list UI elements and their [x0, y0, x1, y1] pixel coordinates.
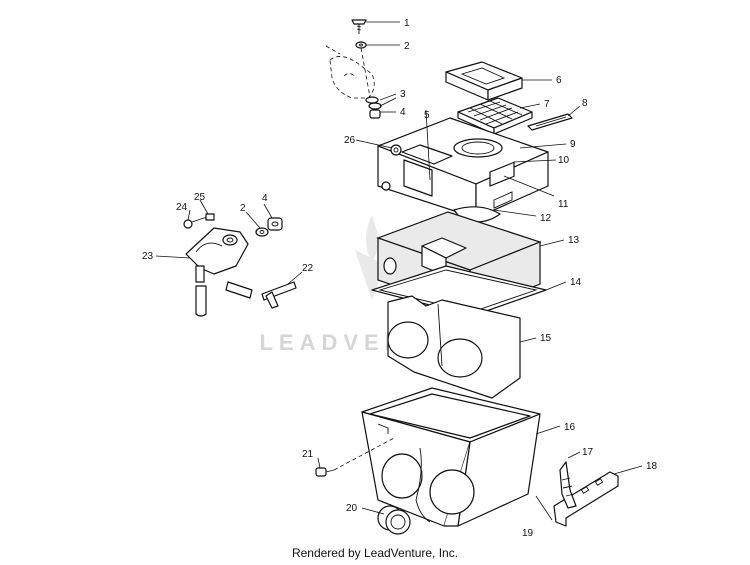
part-2-washer-left	[255, 227, 269, 237]
callout-14: 14	[570, 277, 582, 288]
part-17-strap	[559, 461, 577, 509]
part-6-filter-cover	[445, 61, 523, 101]
part-4-bushing-left	[267, 217, 283, 231]
callout-12: 12	[540, 213, 552, 224]
callout-13: 13	[568, 235, 580, 246]
part-23-housing	[185, 227, 249, 317]
callout-20: 20	[346, 503, 358, 514]
callout-17: 17	[582, 447, 594, 458]
callout-21: 21	[302, 449, 314, 460]
part-9-airbox-lid	[377, 117, 549, 219]
part-3-grommet	[365, 96, 382, 110]
callout-10: 10	[558, 155, 570, 166]
callout-15: 15	[540, 333, 552, 344]
part-20-intake-boot	[377, 505, 411, 535]
callout-9: 9	[570, 139, 576, 150]
callout-5: 5	[424, 110, 430, 121]
part-16-airbox-base	[361, 387, 541, 527]
callout-3: 3	[400, 89, 406, 100]
callout-24: 24	[176, 202, 188, 213]
part-21-drain-plug	[315, 467, 335, 477]
footer-credit: Rendered by LeadVenture, Inc.	[291, 546, 459, 560]
callout-1: 1	[404, 18, 410, 29]
callout-2-left: 2	[240, 203, 246, 214]
callout-7: 7	[544, 99, 550, 110]
callout-4-left: 4	[262, 193, 268, 204]
part-26-clip	[390, 144, 402, 156]
part-2-washer	[355, 41, 367, 49]
part-25-nut	[205, 213, 215, 221]
part-1-screw	[351, 19, 367, 34]
callout-19: 19	[522, 528, 534, 539]
part-8-strap	[527, 113, 573, 131]
callout-6: 6	[556, 75, 562, 86]
part-18-bracket	[553, 471, 619, 527]
part-hose	[225, 281, 253, 299]
callout-8: 8	[582, 98, 588, 109]
leader-lines	[155, 21, 643, 521]
callout-labels: 1 2 3 4 5 6 7 8 9 10 11 12 13 14 15 16 1…	[142, 18, 658, 539]
part-4-bushing	[369, 109, 381, 119]
callout-26: 26	[344, 135, 356, 146]
callout-11: 11	[558, 199, 569, 210]
callout-25: 25	[194, 192, 206, 203]
part-15-baffle-panel	[387, 295, 521, 399]
part-22-t-fitting	[261, 281, 297, 309]
dashed-bracket-ghost	[325, 45, 375, 99]
callout-18: 18	[646, 461, 658, 472]
callout-23: 23	[142, 251, 154, 262]
callout-2: 2	[404, 41, 410, 52]
part-7-screen	[457, 97, 533, 135]
callout-4: 4	[400, 107, 406, 118]
callout-22: 22	[302, 263, 314, 274]
callout-16: 16	[564, 422, 576, 433]
